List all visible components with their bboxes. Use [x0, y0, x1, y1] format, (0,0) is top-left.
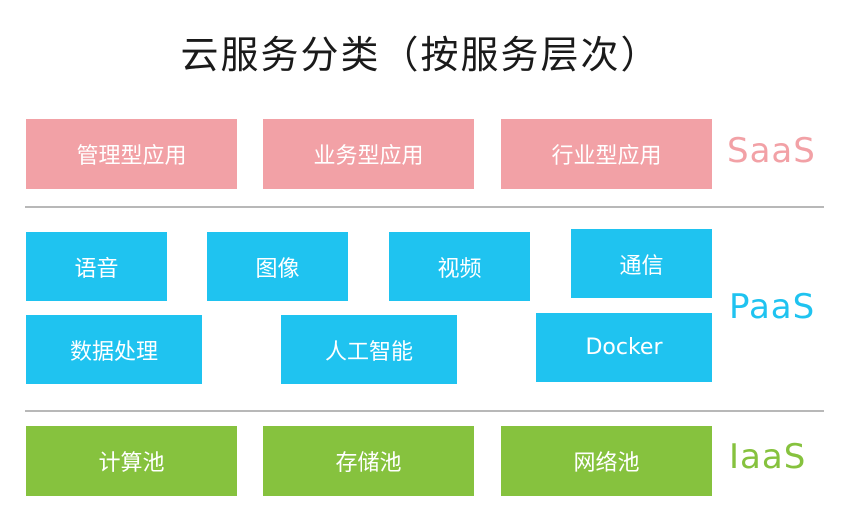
- saas-box-management-apps: 管理型应用: [26, 119, 237, 189]
- diagram-title: 云服务分类（按服务层次）: [180, 33, 661, 77]
- iaas-box-storage-pool: 存储池: [263, 426, 474, 496]
- iaas-layer-label: IaaS: [729, 437, 807, 477]
- paas-box-ai: 人工智能: [281, 315, 457, 384]
- saas-box-industry-apps: 行业型应用: [501, 119, 712, 189]
- paas-layer-label: PaaS: [729, 287, 816, 327]
- paas-box-image: 图像: [207, 232, 348, 301]
- saas-box-business-apps: 业务型应用: [263, 119, 474, 189]
- paas-box-voice: 语音: [26, 232, 167, 301]
- divider-paas-iaas: [25, 410, 824, 412]
- iaas-box-network-pool: 网络池: [501, 426, 712, 496]
- paas-box-docker: Docker: [536, 313, 712, 382]
- paas-box-communication: 通信: [571, 229, 712, 298]
- divider-saas-paas: [25, 206, 824, 208]
- iaas-box-compute-pool: 计算池: [26, 426, 237, 496]
- paas-box-data-processing: 数据处理: [26, 315, 202, 384]
- paas-box-video: 视频: [389, 232, 530, 301]
- saas-layer-label: SaaS: [727, 131, 816, 171]
